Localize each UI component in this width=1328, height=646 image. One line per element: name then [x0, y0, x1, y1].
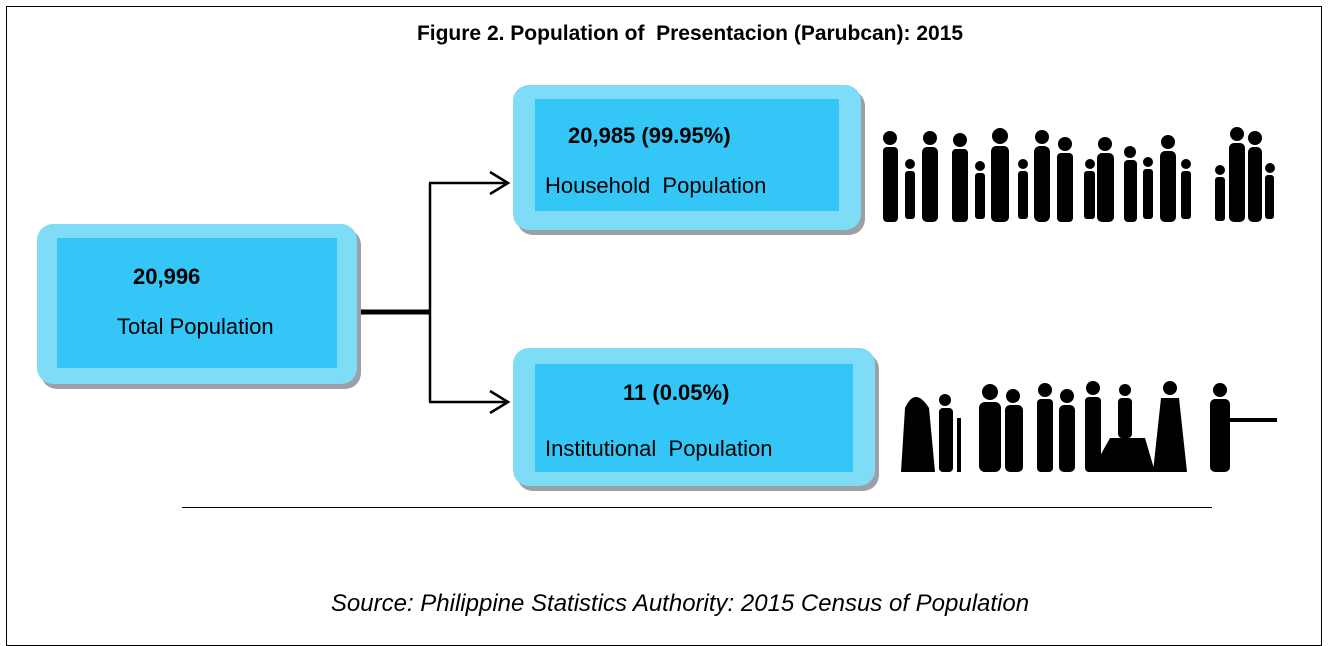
connector-lines	[360, 170, 511, 415]
institutional-population-value: 11 (0.05%)	[623, 380, 730, 405]
institutional-population-label: Institutional Population	[545, 436, 773, 461]
total-population-inner	[57, 238, 337, 368]
household-population-box: 20,985 (99.95%) Household Population	[513, 85, 861, 230]
occupation-silhouettes-icon	[901, 381, 1277, 472]
total-population-box: 20,996 Total Population	[37, 224, 357, 384]
divider-rule	[182, 507, 1212, 508]
household-arrowhead-icon	[489, 170, 511, 196]
total-population-value: 20,996	[133, 264, 201, 289]
household-population-value: 20,985 (99.95%)	[568, 123, 731, 148]
institutional-population-inner	[535, 364, 853, 472]
family-silhouettes-icon	[883, 127, 1275, 222]
institutional-arrowhead-icon	[489, 389, 511, 415]
household-population-label: Household Population	[545, 173, 767, 198]
figure-title: Figure 2. Population of Presentacion (Pa…	[416, 22, 964, 45]
total-population-label: Total Population	[117, 314, 274, 339]
institutional-population-box: 11 (0.05%) Institutional Population	[513, 348, 875, 486]
figure-source: Source: Philippine Statistics Authority:…	[330, 590, 1030, 617]
household-population-inner	[535, 99, 839, 211]
